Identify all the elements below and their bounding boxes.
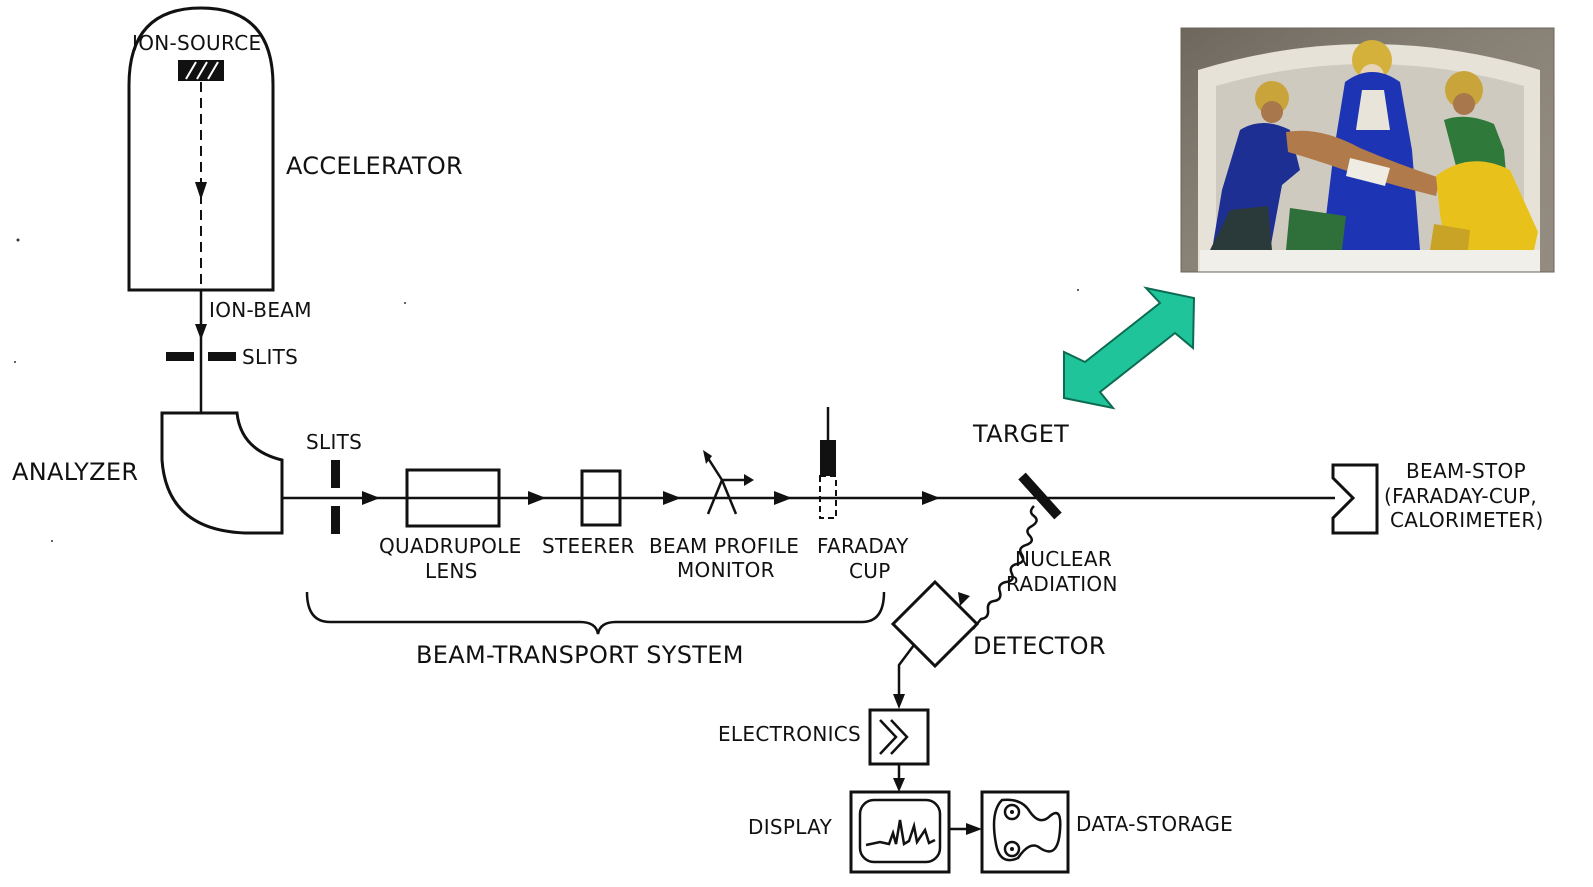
steerer-label: STEERER	[542, 534, 635, 558]
faraday-label-1: FARADAY	[817, 534, 909, 558]
ion-beam-label: ION-BEAM	[209, 298, 312, 322]
main-beam-line	[282, 491, 1335, 505]
beam-profile-monitor: BEAM PROFILE MONITOR	[649, 450, 799, 582]
nuclear-label-2: RADIATION	[1006, 572, 1118, 596]
target-label: TARGET	[972, 420, 1069, 448]
faraday-label-2: CUP	[849, 559, 891, 583]
slits-beam: SLITS	[306, 430, 362, 534]
quadrupole-label-1: QUADRUPOLE	[379, 534, 522, 558]
detector-label: DETECTOR	[973, 632, 1106, 660]
nuclear-radiation: NUCLEAR RADIATION	[958, 505, 1118, 630]
beam-stop: BEAM-STOP (FARADAY-CUP, CALORIMETER)	[1331, 459, 1544, 535]
quadrupole-lens: QUADRUPOLE LENS	[379, 468, 522, 583]
analyzer-magnet: ANALYZER	[12, 411, 284, 535]
target: TARGET	[972, 420, 1069, 520]
nuclear-label-1: NUCLEAR	[1015, 547, 1112, 571]
beam-transport-bracket: BEAM-TRANSPORT SYSTEM	[305, 591, 886, 669]
slits-top-right	[208, 352, 236, 361]
ion-source-label: ION-SOURCE	[132, 31, 261, 55]
electronics: ELECTRONICS	[718, 708, 930, 792]
slits-top-left	[166, 352, 194, 361]
beam-profile-label-2: MONITOR	[677, 558, 775, 582]
pieta-sculpture-photo	[1180, 27, 1555, 273]
data-storage-label: DATA-STORAGE	[1076, 812, 1233, 836]
beam-stop-label-3: CALORIMETER)	[1390, 508, 1544, 532]
slits-top-label: SLITS	[242, 345, 298, 369]
accelerator-column: ION-SOURCE ACCELERATOR	[127, 6, 463, 292]
scan-specks	[14, 238, 1111, 542]
electronics-label: ELECTRONICS	[718, 722, 861, 746]
accelerator-label: ACCELERATOR	[286, 152, 463, 180]
faraday-cup: FARADAY CUP	[817, 407, 909, 583]
beam-transport-label: BEAM-TRANSPORT SYSTEM	[416, 641, 744, 669]
ion-beam: ION-BEAM SLITS	[166, 290, 312, 412]
analyzer-label: ANALYZER	[12, 458, 138, 486]
data-storage: DATA-STORAGE	[980, 790, 1233, 874]
beam-stop-label-2: (FARADAY-CUP,	[1384, 484, 1537, 508]
slits-beam-label: SLITS	[306, 430, 362, 454]
beam-profile-label-1: BEAM PROFILE	[649, 534, 799, 558]
display-label: DISPLAY	[748, 815, 833, 839]
display: DISPLAY	[748, 790, 982, 874]
quadrupole-label-2: LENS	[425, 559, 478, 583]
double-arrow-icon	[1063, 286, 1196, 410]
steerer: STEERER	[542, 469, 635, 558]
beam-stop-label-1: BEAM-STOP	[1406, 459, 1526, 483]
detector: DETECTOR	[890, 579, 1106, 709]
